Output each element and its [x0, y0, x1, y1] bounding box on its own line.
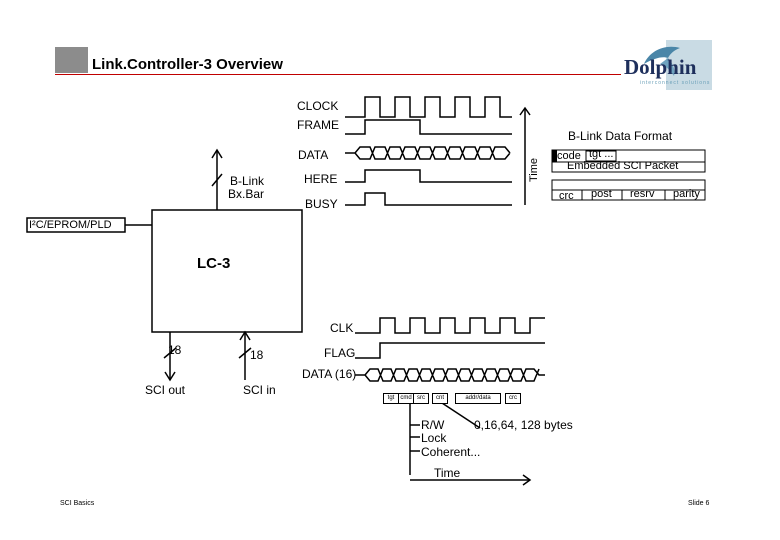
- sci-data-waveform: [355, 368, 545, 382]
- footer-left: SCI Basics: [60, 500, 95, 507]
- data-label: DATA: [298, 148, 329, 162]
- lc3-label: LC-3: [197, 255, 231, 272]
- packet-field-cnt: cnt: [432, 393, 448, 404]
- i2c-label: I²C/EPROM/PLD: [29, 219, 112, 231]
- sci-time-axis-arrowhead: [522, 474, 532, 486]
- lc3-chip-box: [151, 209, 303, 333]
- blink-time-axis-arrowhead: [519, 106, 531, 116]
- sci-time-label: Time: [434, 466, 461, 480]
- cnt-leader: [441, 402, 481, 429]
- busy-label: BUSY: [305, 197, 338, 211]
- format-tgt-cell: [585, 150, 617, 162]
- blink-bus-arrowhead: [211, 148, 223, 159]
- packet-field-tgt: tgt: [383, 393, 399, 404]
- cmd-option-lock: Lock: [421, 431, 447, 445]
- sci-in-width: 18: [250, 348, 264, 362]
- sci-out-label: SCI out: [145, 383, 186, 397]
- title-decoration-square: [55, 47, 88, 73]
- sci-data-label: DATA (16): [302, 367, 357, 381]
- sci-flag-label: FLAG: [324, 346, 356, 360]
- packet-field-cmd: cmd: [398, 393, 414, 404]
- sci-in-label: SCI in: [243, 383, 276, 397]
- sci-in-arrowhead: [239, 330, 251, 341]
- format-crc: crc: [559, 190, 574, 202]
- frame-label: FRAME: [297, 118, 339, 132]
- logo-tagline: interconnect solutions: [640, 80, 711, 86]
- blink-label-line2: Bx.Bar: [228, 187, 265, 201]
- data-waveform: [345, 146, 511, 160]
- blink-time-label: Time: [528, 157, 540, 182]
- format-post: post: [591, 188, 612, 200]
- dolphin-logo-icon: [644, 40, 712, 90]
- sci-out-slash: [163, 347, 177, 359]
- sci-in-slash: [238, 347, 252, 359]
- here-label: HERE: [304, 172, 338, 186]
- packet-field-crc: crc: [505, 393, 521, 404]
- title-underline: [55, 74, 621, 75]
- format-row2-box: [551, 161, 706, 173]
- here-waveform: [345, 169, 512, 183]
- sci-out-width: 18: [168, 343, 182, 357]
- packet-sizes: 0,16,64, 128 bytes: [474, 418, 573, 432]
- format-parity: parity: [673, 188, 700, 200]
- packet-field-src: src: [413, 393, 429, 404]
- format-row1-marker: [552, 150, 557, 162]
- blink-bus-slash: [211, 173, 223, 187]
- cmd-option-rw: R/W: [421, 418, 445, 432]
- clock-waveform: [345, 96, 512, 118]
- busy-waveform: [345, 192, 512, 206]
- clock-label: CLOCK: [297, 99, 339, 113]
- format-embedded-packet: Embedded SCI Packet: [567, 160, 679, 172]
- sci-clk-waveform: [355, 317, 545, 334]
- frame-waveform: [345, 119, 512, 135]
- packet-field-addr-data: addr/data: [455, 393, 501, 404]
- sci-clk-label: CLK: [330, 321, 354, 335]
- slide-number: Slide 6: [688, 500, 710, 507]
- blink-label-line1: B-Link: [230, 174, 265, 188]
- format-title: B-Link Data Format: [568, 129, 673, 143]
- logo-text: Dolphin: [624, 55, 697, 79]
- format-tgt: tgt ...: [589, 148, 614, 160]
- format-code: code: [557, 150, 581, 162]
- format-resrv: resrv: [630, 188, 655, 200]
- sci-flag-waveform: [355, 342, 545, 359]
- format-resrv-cell: [621, 189, 666, 201]
- sci-out-arrowhead: [164, 371, 176, 382]
- cmd-option-coherent: Coherent...: [421, 445, 481, 459]
- slide-title: Link.Controller-3 Overview: [92, 56, 283, 73]
